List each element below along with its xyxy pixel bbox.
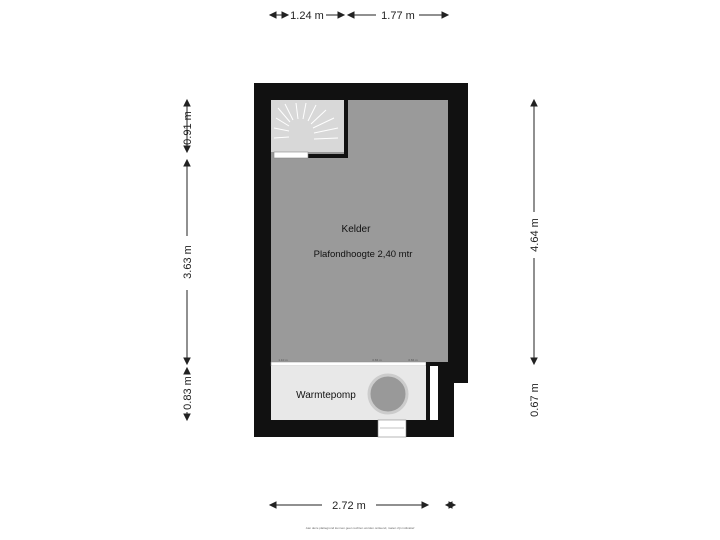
stair-area — [271, 100, 344, 152]
small-label-c: 0.84 m — [408, 358, 418, 362]
dim-left-upper: 0.91 m — [182, 111, 194, 145]
dim-right-upper: 4.64 m — [529, 218, 541, 252]
stair-wall-right — [344, 100, 348, 158]
stair-threshold — [273, 151, 309, 159]
dim-top-right: 1.77 m — [381, 10, 415, 22]
dim-left-middle: 3.63 m — [182, 245, 194, 279]
dim-right-lower: 0.67 m — [529, 383, 541, 417]
room-name: Kelder — [342, 224, 372, 235]
divider-wall — [270, 361, 427, 367]
stair-icon — [273, 102, 339, 140]
dimension-right — [530, 98, 538, 366]
small-label-b: 0.84 m — [372, 358, 382, 362]
dim-left-lower: 0.83 m — [182, 376, 194, 410]
dim-bottom: 2.72 m — [332, 500, 366, 512]
footer-disclaimer: Aan deze plattegrond kunnen geen rechten… — [305, 526, 415, 530]
utility-name: Warmtepomp — [296, 390, 356, 401]
small-label-a: 1.10 m — [278, 358, 288, 362]
stair-wall-bottom — [308, 154, 348, 158]
dimension-top — [268, 11, 450, 19]
heat-pump-icon — [367, 373, 409, 415]
utility-wall-right — [426, 362, 430, 420]
right-niche — [430, 366, 438, 420]
ceiling-height: Plafondhoogte 2,40 mtr — [314, 249, 413, 260]
dimension-left — [183, 98, 191, 422]
dim-top-left: 1.24 m — [290, 10, 324, 22]
dimension-bottom — [268, 501, 457, 509]
bottom-door — [377, 419, 407, 438]
